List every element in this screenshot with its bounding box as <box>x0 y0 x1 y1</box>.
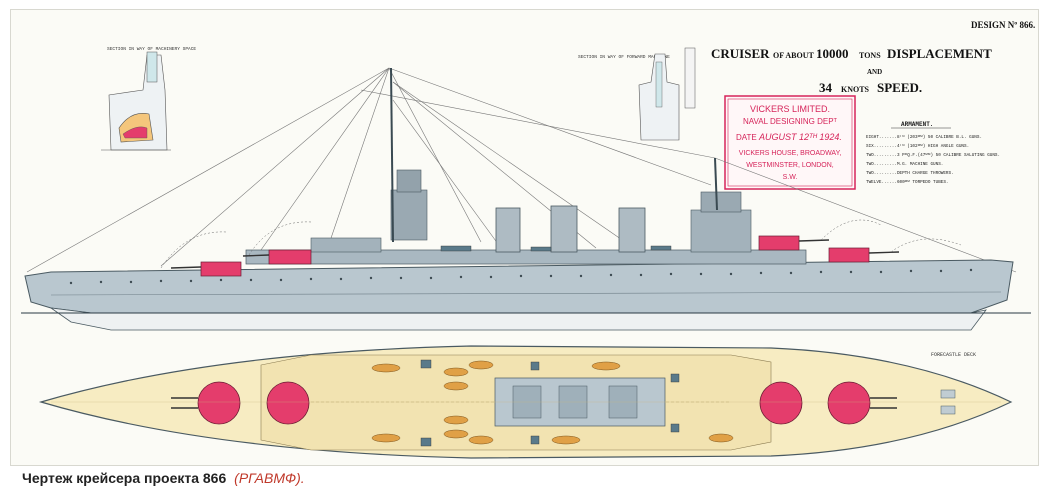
armament-item: TWO.........DEPTH CHARGE THROWERS. <box>866 171 954 176</box>
armament-item: TWO.........3 PᴿQ.F.(47ᴹᴹ) 50 CALIBRE SA… <box>866 152 1000 158</box>
ship-blueprint: DESIGN Nº 866. CRUISER OF ABOUT 10000 TO… <box>21 20 1035 459</box>
stamp-line-1: VICKERS LIMITED. <box>750 104 830 114</box>
gun-turret-icon <box>197 381 241 425</box>
section-label-right: SECTION IN WAY OF FORWARD MAGAZINE <box>578 54 670 60</box>
stamp-address-2: WESTMINSTER, LONDON, <box>746 162 834 169</box>
drawing-sheet: DESIGN Nº 866. CRUISER OF ABOUT 10000 TO… <box>10 9 1039 466</box>
gun-turret-icon <box>827 381 871 425</box>
boat-icon <box>708 433 734 443</box>
gun-turret-icon <box>759 381 803 425</box>
mast-icon <box>390 67 394 243</box>
section-label-left: SECTION IN WAY OF MACHINERY SPACE <box>107 46 196 52</box>
vickers-stamp: VICKERS LIMITED. NAVAL DESIGNING DEPᵀ DA… <box>724 95 856 190</box>
caption-main: Чертеж крейсера проекта 866 <box>22 470 227 486</box>
boat-icon <box>371 363 401 373</box>
title-small-of-about: OF ABOUT <box>773 51 814 60</box>
caption-source: (РГАВМФ). <box>234 470 305 486</box>
title-word-speed: SPEED. <box>877 80 922 95</box>
boat-icon <box>591 361 621 371</box>
deck-plan-drawing: FORECASTLE DECK <box>38 345 1013 459</box>
stamp-date-value: AUGUST 12ᵀᴴ 1924. <box>758 132 842 142</box>
boat-icon <box>468 360 494 370</box>
boat-icon <box>551 435 581 445</box>
armament-heading: ARMAMENT. <box>901 121 933 128</box>
title-word-cruiser: CRUISER <box>711 46 770 61</box>
section-magazine: SECTION IN WAY OF FORWARD MAGAZINE <box>578 47 696 141</box>
mast-icon <box>714 157 718 211</box>
stamp-line-2: NAVAL DESIGNING DEPᵀ <box>743 117 838 126</box>
title-tons-value: 10000 <box>816 46 849 61</box>
armament-item: EIGHT.......8ᴵᴺ (203ᴹᴹ) 50 CALIBRE B.L. … <box>866 134 982 140</box>
section-machinery: SECTION IN WAY OF MACHINERY SPACE <box>101 46 196 151</box>
title-word-displacement: DISPLACEMENT <box>887 46 992 61</box>
title-knots-value: 34 <box>819 80 833 95</box>
figure-caption: Чертеж крейсера проекта 866 (РГАВМФ). <box>22 470 305 486</box>
boat-icon <box>443 381 469 391</box>
funnel-icon <box>618 207 646 253</box>
title-small-tons: TONS <box>859 51 881 60</box>
funnel-icon <box>495 207 521 253</box>
boat-icon <box>371 433 401 443</box>
gun-turret-icon <box>758 235 800 251</box>
stamp-date-label: DATE <box>736 133 757 142</box>
title-block: CRUISER OF ABOUT 10000 TONS DISPLACEMENT… <box>711 46 992 95</box>
funnel-icon <box>550 205 578 253</box>
armament-item: TWO.........M.G. MACHINE GUNS. <box>866 162 943 167</box>
boat-icon <box>443 429 469 439</box>
gun-turret-icon <box>266 381 310 425</box>
portholes <box>69 268 973 285</box>
boat-icon <box>468 435 494 445</box>
gun-turret-icon <box>828 247 870 263</box>
boat-icon <box>443 367 469 377</box>
ship-profile-drawing <box>21 67 1031 331</box>
stamp-address-3: S.W. <box>783 174 798 181</box>
gun-turret-icon <box>200 261 242 277</box>
title-small-knots: KNOTS <box>841 85 870 94</box>
deck-label: FORECASTLE DECK <box>931 352 976 358</box>
gun-turret-icon <box>268 249 312 265</box>
armament-item: SIX.........4ᴵᴺ (102ᴹᴹ) HIGH ANGLE GUNS. <box>866 143 969 149</box>
title-and: AND <box>867 68 882 76</box>
rigging-lines <box>26 67 1017 273</box>
stamp-address-1: VICKERS HOUSE, BROADWAY, <box>739 150 842 157</box>
boat-icon <box>443 415 469 425</box>
armament-item: TWELVE......600ᴹᴹ TORPEDO TUBES. <box>866 179 949 185</box>
design-number: DESIGN Nº 866. <box>971 20 1035 30</box>
armament-table: ARMAMENT. EIGHT.......8ᴵᴺ (203ᴹᴹ) 50 CAL… <box>866 121 1000 185</box>
